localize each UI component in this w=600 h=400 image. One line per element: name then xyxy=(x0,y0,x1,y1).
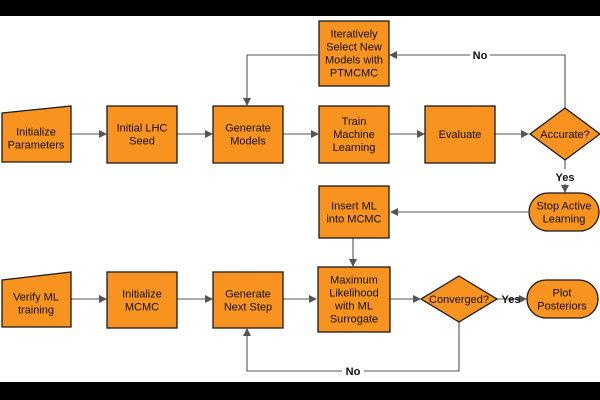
node-label-line: Verify ML xyxy=(13,292,59,304)
node-label-line: Select New xyxy=(326,42,382,54)
converged-decision-node xyxy=(419,275,499,323)
edge-label-bg xyxy=(553,169,577,184)
insert-ml-node xyxy=(318,185,390,239)
node-label-line: MCMC xyxy=(125,302,159,314)
node-label-line: Seed xyxy=(129,136,155,148)
evaluate-node xyxy=(424,105,496,164)
node-label-line: Accurate? xyxy=(540,129,590,141)
node-label-line: Converged? xyxy=(429,294,489,306)
edge-label-accurate-no: No xyxy=(473,50,488,62)
node-label-line: Machine xyxy=(333,129,375,141)
node-label-line: Initialize xyxy=(122,289,162,301)
edge-select-to-gen-models xyxy=(243,54,318,106)
edge-label-accurate-yes: Yes xyxy=(556,172,575,184)
node-label-line: Surrogate xyxy=(330,314,378,326)
gen-models-node xyxy=(212,105,284,164)
accurate-decision-node xyxy=(528,107,600,161)
plot-posteriors-node xyxy=(526,279,599,319)
node-label-line: training xyxy=(18,305,54,317)
train-ml-node xyxy=(318,105,390,164)
edge-label-bg xyxy=(470,47,490,62)
node-label-line: into MCMC xyxy=(326,214,381,226)
max-like-node xyxy=(317,266,391,333)
node-label-line: Initial LHC xyxy=(117,123,168,135)
node-label-line: Insert ML xyxy=(331,201,377,213)
node-label-line: Plot xyxy=(553,288,572,300)
init-params-node xyxy=(1,105,72,163)
node-label-line: Next Step xyxy=(224,302,272,314)
node-label-line: with ML xyxy=(334,301,373,313)
node-label-line: Posteriors xyxy=(537,301,587,313)
node-label-line: Models with xyxy=(325,55,383,67)
evaluate-label: Evaluate xyxy=(439,129,482,141)
gen-step-node xyxy=(212,271,284,329)
edge-label-converged-yes: Yes xyxy=(502,294,521,306)
node-label-line: Maximum xyxy=(330,275,378,287)
node-label-line: Generate xyxy=(225,123,271,135)
node-label-line: Models xyxy=(230,136,266,148)
node-label-line: Learning xyxy=(333,142,376,154)
lhc-seed-node xyxy=(106,105,178,164)
node-label-line: Stop Active xyxy=(536,201,591,213)
node-label-line: Train xyxy=(342,116,367,128)
node-label-line: Likelihood xyxy=(329,288,379,300)
node-label-line: Initialize xyxy=(16,127,56,139)
accurate-label: Accurate? xyxy=(540,129,590,141)
converged-label: Converged? xyxy=(429,294,489,306)
node-label-line: PTMCMC xyxy=(330,68,378,80)
edge-accurate-no-to-select xyxy=(389,51,566,108)
stop-active-node xyxy=(528,192,600,232)
node-label-line: Learning xyxy=(543,214,586,226)
node-label-line: Iteratively xyxy=(330,29,378,41)
verify-ml-node xyxy=(1,271,72,328)
node-label-line: Parameters xyxy=(8,140,65,152)
node-label-line: Evaluate xyxy=(439,129,482,141)
init-mcmc-node xyxy=(106,271,178,329)
select-ptmcmc-node xyxy=(318,20,390,87)
edge-label-bg xyxy=(342,364,364,379)
node-label-line: Generate xyxy=(225,289,271,301)
edge-label-converged-no: No xyxy=(346,366,361,378)
